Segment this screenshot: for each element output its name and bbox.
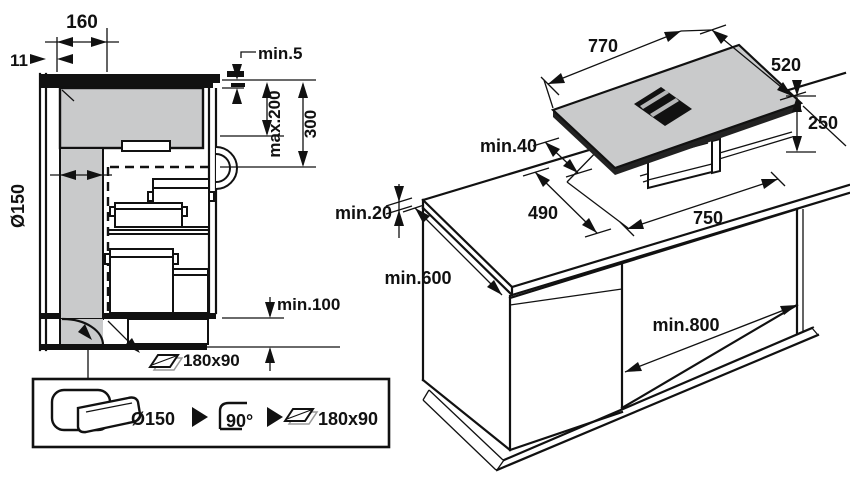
base-cabinet	[421, 206, 820, 472]
dim-label-770: 770	[588, 36, 618, 56]
dim-max200: max.200	[220, 82, 284, 158]
dim-520: 520	[699, 24, 807, 101]
flat-duct-icon	[283, 408, 319, 425]
dim-label-520: 520	[771, 55, 801, 75]
pot-wide	[109, 202, 188, 228]
left-section-view: 160 11 min.5 max.200	[8, 12, 340, 379]
legend-label-duct-size: 180x90	[318, 409, 378, 429]
dim-490: 490	[522, 167, 612, 238]
extractor-outlet	[121, 140, 171, 152]
duct-bend-arc	[61, 317, 105, 347]
dim-min40: min.40	[480, 136, 593, 178]
dim-label-11: 11	[10, 51, 28, 70]
plinth-block	[127, 318, 209, 345]
dim-label-diameter: Ø150	[8, 184, 28, 228]
duct-callout: 180x90	[107, 320, 240, 371]
hob-top	[550, 43, 804, 175]
arrow-right-icon	[192, 407, 208, 427]
dim-diameter-150: Ø150	[8, 170, 112, 228]
dim-label-duct-size: 180x90	[183, 351, 240, 370]
dim-label-750: 750	[693, 208, 723, 228]
pot-big	[104, 248, 179, 314]
support-post	[711, 137, 721, 175]
exhaust-duct-section	[59, 147, 105, 347]
dim-label-250: 250	[808, 113, 838, 133]
dim-label-490: 490	[528, 203, 558, 223]
dim-11: 11	[10, 51, 73, 70]
dim-min800: min.800	[624, 304, 798, 373]
dim-label-300: 300	[301, 110, 320, 138]
dim-300: 300	[220, 82, 320, 168]
cabinet-section	[38, 72, 340, 352]
dim-label-max200: max.200	[265, 90, 284, 157]
dim-label-min600: min.600	[384, 268, 451, 288]
dim-label-min20: min.20	[335, 203, 392, 223]
legend-box: Ø150 90° 180x90	[31, 377, 391, 449]
airflow-arrow	[78, 324, 92, 340]
plinth	[422, 326, 820, 472]
cookware-drawers	[104, 165, 215, 314]
dim-min600: min.600	[384, 207, 503, 296]
dim-770: 770	[540, 29, 712, 109]
dim-min5: min.5	[222, 44, 316, 104]
elbow-90-icon	[218, 401, 247, 431]
dim-label-160: 160	[66, 12, 98, 33]
arrow-right-icon	[267, 407, 283, 427]
dim-min100: min.100	[222, 295, 340, 371]
duct-adapter-icon	[50, 388, 142, 434]
extractor-unit-section	[58, 86, 205, 152]
dim-250: 250	[786, 80, 847, 153]
dim-min20: min.20	[335, 184, 425, 238]
dim-label-min40: min.40	[480, 136, 537, 156]
dim-label-min100: min.100	[277, 295, 340, 314]
dim-750: 750	[619, 171, 786, 237]
wall-sleeve-arc	[215, 146, 238, 190]
legend-label-diameter: Ø150	[131, 409, 175, 429]
right-isometric-view: 770 520 250 min	[335, 24, 850, 472]
legend-label-angle: 90°	[226, 411, 253, 431]
flat-duct-icon	[148, 354, 184, 371]
pot-medium	[172, 268, 209, 314]
dim-label-min800: min.800	[652, 315, 719, 335]
vent-grille	[634, 87, 692, 126]
dim-label-min5: min.5	[258, 44, 302, 63]
dim-160: 160	[45, 12, 119, 72]
